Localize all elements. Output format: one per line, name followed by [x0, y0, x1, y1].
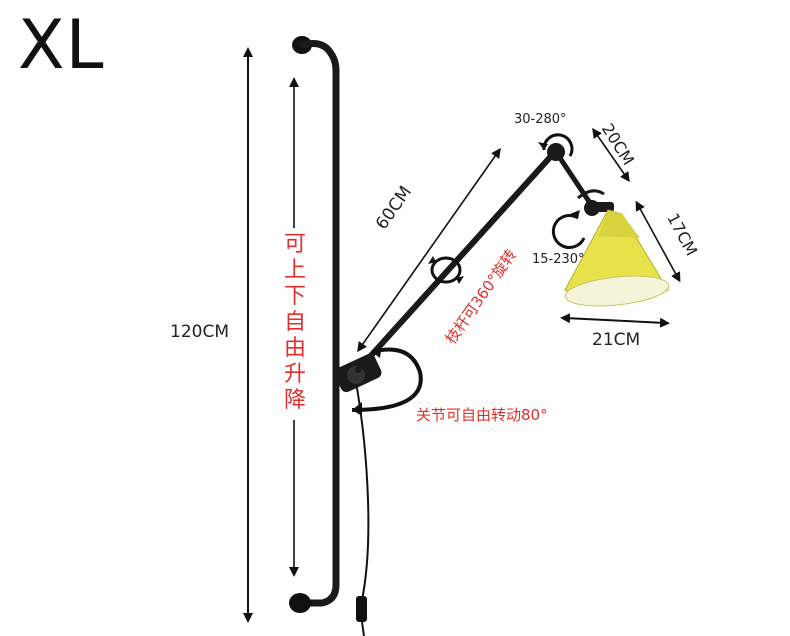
- wall-rail: [289, 36, 340, 613]
- top-joint-angle-label: 30-280°: [514, 112, 567, 127]
- power-cord: [355, 381, 370, 636]
- lamp-arm: [334, 143, 614, 393]
- size-label: XL: [18, 6, 105, 85]
- shade-width-dimension-line: [560, 313, 670, 328]
- total-height-label: 120CM: [170, 322, 229, 342]
- joint-rotate-annotation: 关节可自由转动80°: [416, 406, 548, 424]
- arm-rotate-arrow: [428, 256, 464, 284]
- shade-height-dimension-line: [635, 200, 681, 283]
- shade-joint-rotate-arrow: [551, 210, 586, 249]
- arm-length-dimension-line: [357, 147, 501, 353]
- shade-width-label: 21CM: [592, 330, 641, 350]
- shade-joint-angle-label: 15-230°: [532, 252, 585, 267]
- upper-arm-dimension-line: [592, 127, 630, 183]
- height-adjust-annotation: 可上下自由升降: [283, 232, 306, 413]
- top-joint-rotate-arrow: [538, 133, 574, 157]
- joint-rotate-arrow: [351, 344, 423, 416]
